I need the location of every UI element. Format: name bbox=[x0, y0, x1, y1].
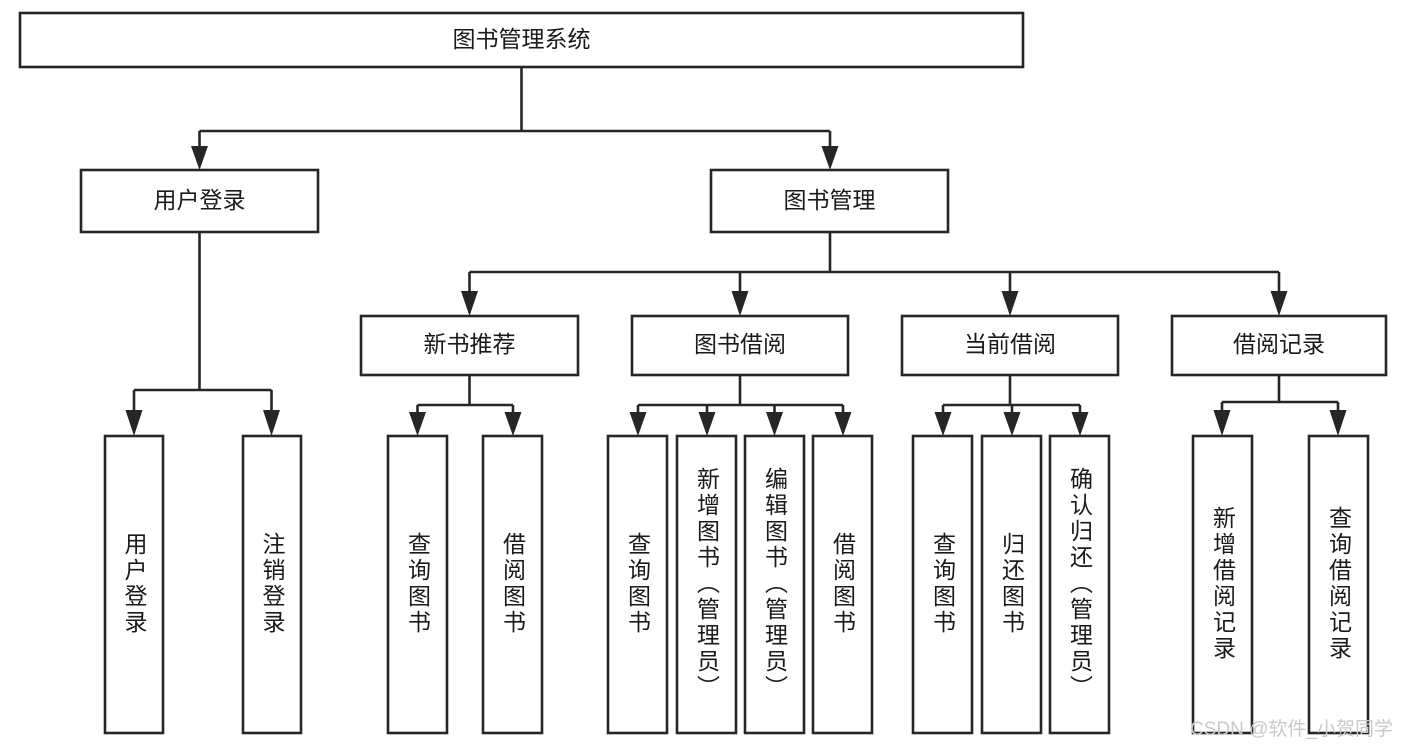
arrowhead-leaf-return-book bbox=[1003, 412, 1021, 436]
node-leaf-add-record[interactable]: 新增借阅记录 bbox=[1191, 434, 1254, 735]
arrowhead-current-borrow bbox=[1001, 291, 1019, 316]
node-leaf-user-logout-box[interactable] bbox=[241, 434, 303, 735]
node-leaf-add-record-box[interactable] bbox=[1191, 434, 1254, 735]
node-book-management[interactable]: 图书管理 bbox=[709, 168, 950, 234]
node-book-borrow-box[interactable] bbox=[630, 314, 850, 377]
node-borrow-records-box[interactable] bbox=[1170, 314, 1388, 377]
node-new-book-recommend[interactable]: 新书推荐 bbox=[359, 314, 580, 377]
node-leaf-query-book-2-box[interactable] bbox=[606, 434, 669, 735]
node-leaf-user-logout-label: 注销登录 bbox=[259, 532, 286, 636]
node-leaf-add-book-box[interactable] bbox=[675, 434, 738, 735]
node-leaf-borrow-book-2-box[interactable] bbox=[811, 434, 874, 735]
arrowhead-leaf-edit-book bbox=[766, 412, 783, 436]
node-leaf-borrow-book-1[interactable]: 借阅图书 bbox=[481, 434, 544, 735]
node-leaf-query-book-3-label: 查询图书 bbox=[930, 532, 957, 636]
arrowhead-leaf-user-login bbox=[125, 410, 143, 436]
node-leaf-borrow-book-1-label: 借阅图书 bbox=[500, 532, 527, 636]
node-current-borrow-label: 当前借阅 bbox=[964, 331, 1056, 357]
arrowhead-leaf-query-record bbox=[1329, 410, 1347, 436]
node-book-management-box[interactable] bbox=[709, 168, 950, 234]
arrowhead-borrow-records bbox=[1270, 291, 1288, 316]
node-leaf-query-record-box[interactable] bbox=[1307, 434, 1370, 735]
node-book-management-label: 图书管理 bbox=[784, 187, 876, 213]
node-borrow-records-label: 借阅记录 bbox=[1233, 331, 1325, 357]
node-book-borrow[interactable]: 图书借阅 bbox=[630, 314, 850, 377]
node-leaf-confirm-return-box[interactable] bbox=[1048, 434, 1111, 735]
node-leaf-query-book-1-box[interactable] bbox=[386, 434, 449, 735]
node-borrow-records[interactable]: 借阅记录 bbox=[1170, 314, 1388, 377]
node-book-borrow-label: 图书借阅 bbox=[694, 331, 786, 357]
node-new-book-recommend-label: 新书推荐 bbox=[424, 331, 516, 357]
node-user-login-label: 用户登录 bbox=[154, 187, 246, 213]
node-leaf-user-logout[interactable]: 注销登录 bbox=[241, 434, 303, 735]
node-leaf-user-login-box[interactable] bbox=[103, 434, 165, 735]
node-root-label: 图书管理系统 bbox=[453, 26, 591, 52]
node-leaf-borrow-book-2[interactable]: 借阅图书 bbox=[811, 434, 874, 735]
node-leaf-user-login[interactable]: 用户登录 bbox=[103, 434, 165, 735]
node-leaf-query-book-2-label: 查询图书 bbox=[625, 532, 652, 636]
node-leaf-add-record-label: 新增借阅记录 bbox=[1210, 506, 1237, 662]
arrowhead-book-management bbox=[821, 146, 839, 170]
node-leaf-return-book[interactable]: 归还图书 bbox=[980, 434, 1043, 735]
arrowhead-user-login bbox=[191, 146, 208, 170]
arrowhead-leaf-borrow-book-2 bbox=[834, 412, 852, 436]
arrowhead-leaf-query-book-3 bbox=[934, 412, 952, 436]
node-leaf-query-record-label: 查询借阅记录 bbox=[1326, 506, 1353, 662]
arrowhead-book-borrow bbox=[731, 291, 749, 316]
node-leaf-borrow-book-2-label: 借阅图书 bbox=[830, 532, 857, 636]
node-leaf-return-book-label: 归还图书 bbox=[999, 532, 1026, 636]
arrowhead-leaf-add-book bbox=[698, 412, 716, 436]
node-leaf-query-book-2[interactable]: 查询图书 bbox=[606, 434, 669, 735]
node-leaf-add-book-label: 新增图书（管理员） bbox=[694, 467, 721, 701]
node-leaf-confirm-return[interactable]: 确认归还（管理员） bbox=[1048, 434, 1111, 735]
arrowhead-leaf-borrow-book-1 bbox=[504, 412, 522, 436]
node-root-box[interactable] bbox=[18, 11, 1025, 69]
arrowhead-leaf-user-logout bbox=[263, 410, 280, 436]
node-current-borrow[interactable]: 当前借阅 bbox=[900, 314, 1120, 377]
node-user-login-box[interactable] bbox=[79, 168, 320, 234]
node-leaf-query-book-3-box[interactable] bbox=[911, 434, 974, 735]
node-user-login[interactable]: 用户登录 bbox=[79, 168, 320, 234]
node-leaf-user-login-label: 用户登录 bbox=[121, 532, 148, 636]
node-leaf-edit-book[interactable]: 编辑图书（管理员） bbox=[743, 434, 806, 735]
node-root[interactable]: 图书管理系统 bbox=[18, 11, 1025, 69]
node-leaf-add-book[interactable]: 新增图书（管理员） bbox=[675, 434, 738, 735]
arrowhead-leaf-add-record bbox=[1213, 410, 1231, 436]
node-current-borrow-box[interactable] bbox=[900, 314, 1120, 377]
node-leaf-return-book-box[interactable] bbox=[980, 434, 1043, 735]
arrowhead-leaf-query-book-2 bbox=[629, 412, 647, 436]
node-leaf-query-record[interactable]: 查询借阅记录 bbox=[1307, 434, 1370, 735]
node-leaf-query-book-1-label: 查询图书 bbox=[405, 532, 432, 636]
node-leaf-edit-book-label: 编辑图书（管理员） bbox=[762, 467, 789, 701]
node-leaf-query-book-1[interactable]: 查询图书 bbox=[386, 434, 449, 735]
arrowhead-leaf-query-book-1 bbox=[409, 412, 426, 436]
node-leaf-query-book-3[interactable]: 查询图书 bbox=[911, 434, 974, 735]
arrowhead-leaf-confirm-return bbox=[1071, 412, 1089, 436]
node-leaf-borrow-book-1-box[interactable] bbox=[481, 434, 544, 735]
node-leaf-confirm-return-label: 确认归还（管理员） bbox=[1067, 467, 1094, 701]
node-leaf-edit-book-box[interactable] bbox=[743, 434, 806, 735]
arrowhead-new-book-recommend bbox=[461, 291, 478, 316]
connector-layer bbox=[125, 67, 1347, 436]
node-new-book-recommend-box[interactable] bbox=[359, 314, 580, 377]
